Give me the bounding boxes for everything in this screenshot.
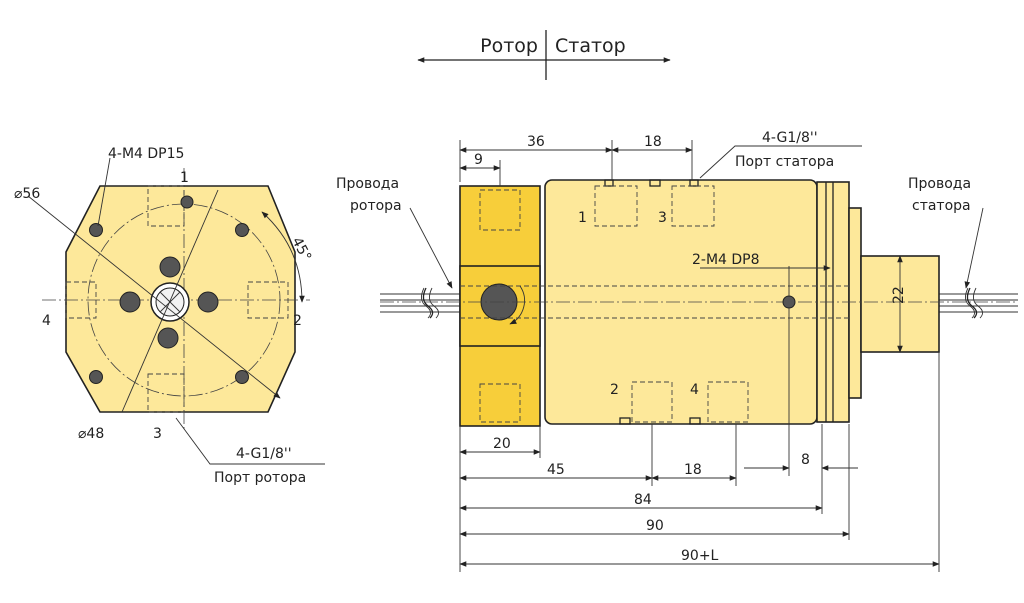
dim-9: 9 <box>474 152 483 168</box>
end-port-3: 3 <box>153 426 162 442</box>
m4-note: 2-M4 DP8 <box>692 252 760 268</box>
stator-port-note-1: 4-G1/8'' <box>762 130 818 146</box>
dim-84: 84 <box>634 492 652 508</box>
bolt-circle-label: ⌀48 <box>78 426 104 442</box>
stator-port-note-2: Порт статора <box>735 154 834 170</box>
side-view: Провода ротора Провода статора 36 18 9 4… <box>336 130 1018 572</box>
dim-90: 90 <box>646 518 664 534</box>
end-port-2: 2 <box>293 313 302 329</box>
dim-36: 36 <box>527 134 545 150</box>
rotor-port-note-2: Порт ротора <box>214 470 306 486</box>
rotor-wires <box>380 287 460 319</box>
stator-port-2: 2 <box>610 382 619 398</box>
outer-diameter-label: ⌀56 <box>14 186 40 202</box>
stator-port-3: 3 <box>658 210 667 226</box>
screws-label: 4-M4 DP15 <box>108 146 184 162</box>
end-view: ⌀56 4-M4 DP15 45° ⌀48 1 2 3 4 4-G1/8'' П… <box>14 146 325 486</box>
rotor-wires-label-2: ротора <box>350 198 402 214</box>
dim-45: 45 <box>547 462 565 478</box>
stator-wires <box>938 287 1018 319</box>
stator-port-4: 4 <box>690 382 699 398</box>
stator-wires-label-2: статора <box>912 198 971 214</box>
rotor-port-note-1: 4-G1/8'' <box>236 446 292 462</box>
dim-18-bottom: 18 <box>684 462 702 478</box>
dim-90-plus-l: 90+L <box>681 548 719 564</box>
rotor-label: Ротор <box>480 35 538 57</box>
end-port-4: 4 <box>42 313 51 329</box>
stator-label: Статор <box>555 35 626 57</box>
stator-wires-label-1: Провода <box>908 176 971 192</box>
dim-20: 20 <box>493 436 511 452</box>
dim-8: 8 <box>801 452 810 468</box>
rotor-stator-header: Ротор Статор <box>417 30 671 80</box>
dim-22: 22 <box>891 286 907 304</box>
end-port-1: 1 <box>180 170 189 186</box>
rotor-wires-label-1: Провода <box>336 176 399 192</box>
stator-port-1: 1 <box>578 210 587 226</box>
dim-18-top: 18 <box>644 134 662 150</box>
